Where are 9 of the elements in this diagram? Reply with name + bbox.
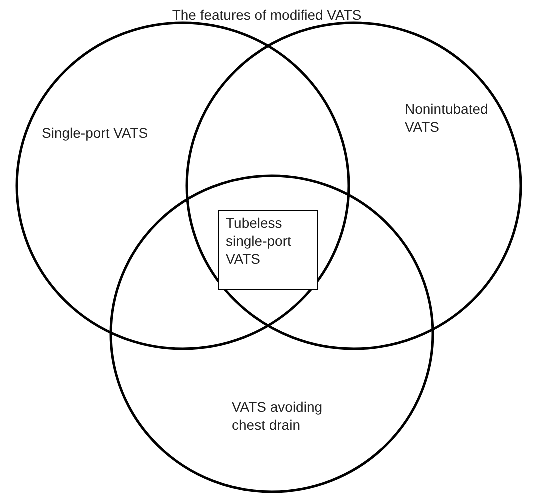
set-label: Single-port VATS <box>42 124 150 142</box>
venn-circle <box>110 175 434 493</box>
set-label: Nonintubated VATS <box>405 100 490 136</box>
diagram-title: The features of modified VATS <box>171 6 363 24</box>
set-label: Tubeless single-port VATS <box>226 214 292 268</box>
label-box <box>218 210 318 290</box>
set-label: VATS avoiding chest drain <box>232 398 324 434</box>
venn-circle <box>16 22 350 350</box>
venn-circle <box>186 22 522 350</box>
